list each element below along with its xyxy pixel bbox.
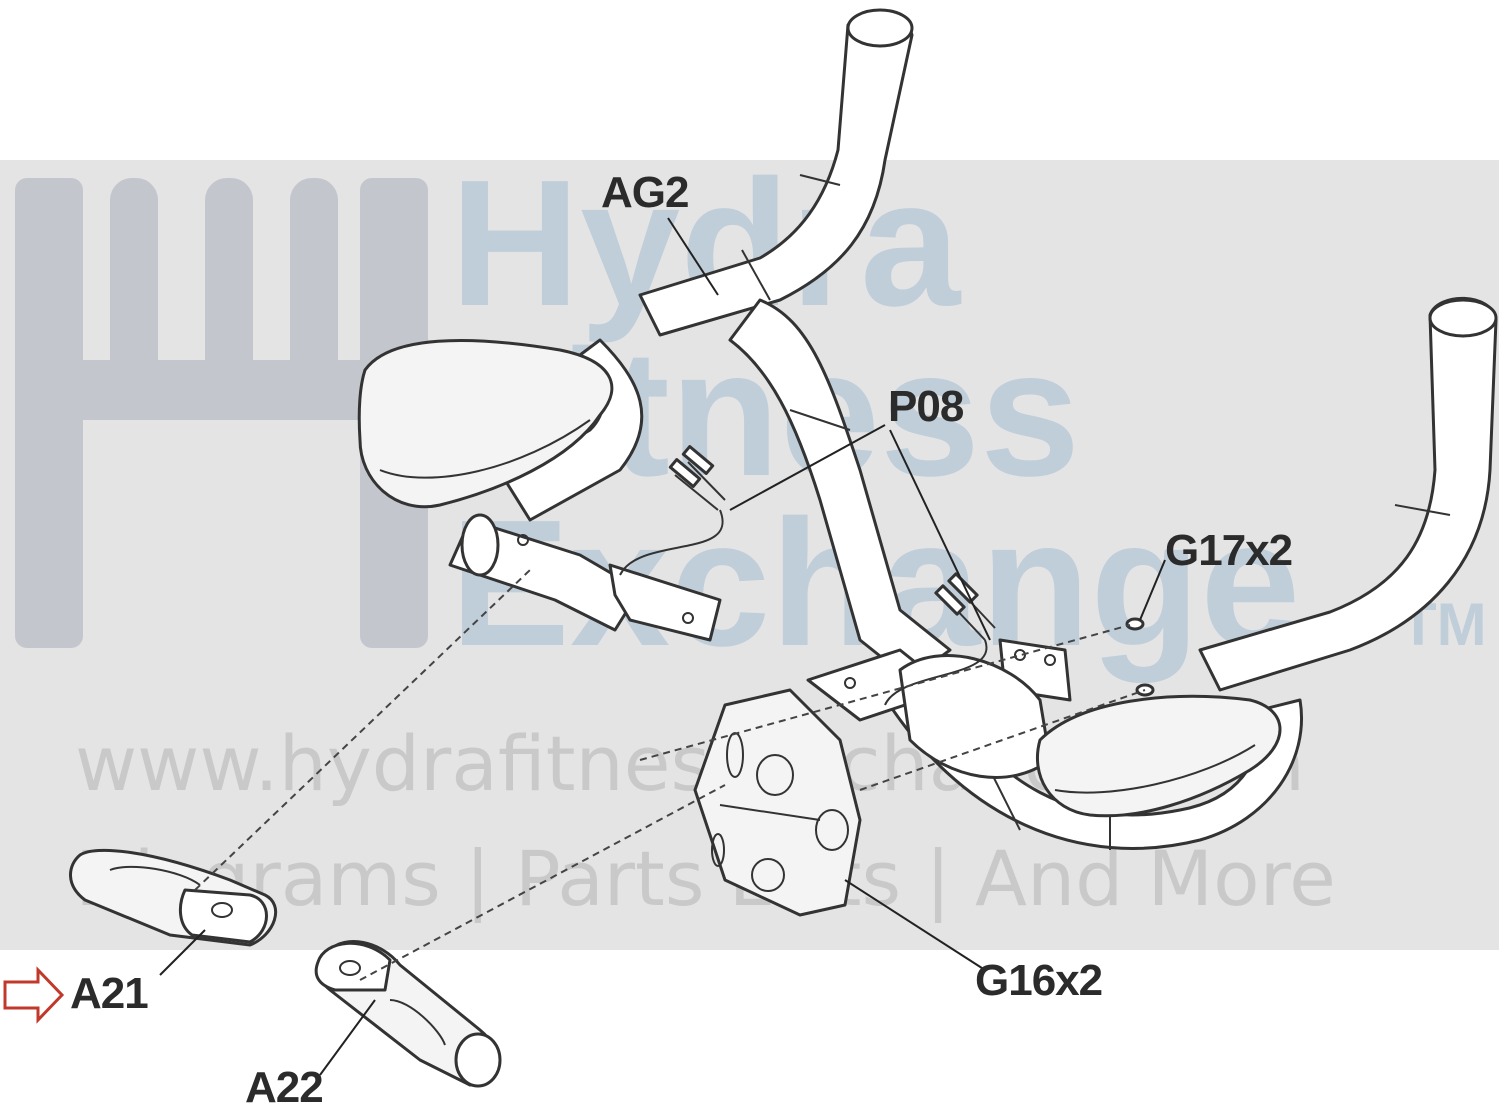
callout-a22: A22 — [245, 1063, 323, 1111]
end-cap-g16 — [693, 688, 862, 917]
wire-harness-p08 — [619, 445, 996, 706]
handlebar-ag2 — [357, 8, 1498, 850]
callout-p08: P08 — [888, 382, 964, 431]
assembly-guides — [194, 569, 1146, 981]
screws-g17 — [1125, 617, 1155, 697]
watermark-logo — [15, 178, 428, 648]
arrow-right-outline-icon — [3, 966, 65, 1024]
callout-ag2: AG2 — [601, 168, 688, 217]
callout-g17: G17x2 — [1165, 526, 1292, 575]
callout-g16: G16x2 — [975, 956, 1102, 1005]
callout-a21: A21 — [70, 969, 148, 1018]
grip-a21 — [69, 848, 278, 947]
leader-lines — [159, 217, 1166, 1076]
grip-a22 — [314, 940, 502, 1088]
